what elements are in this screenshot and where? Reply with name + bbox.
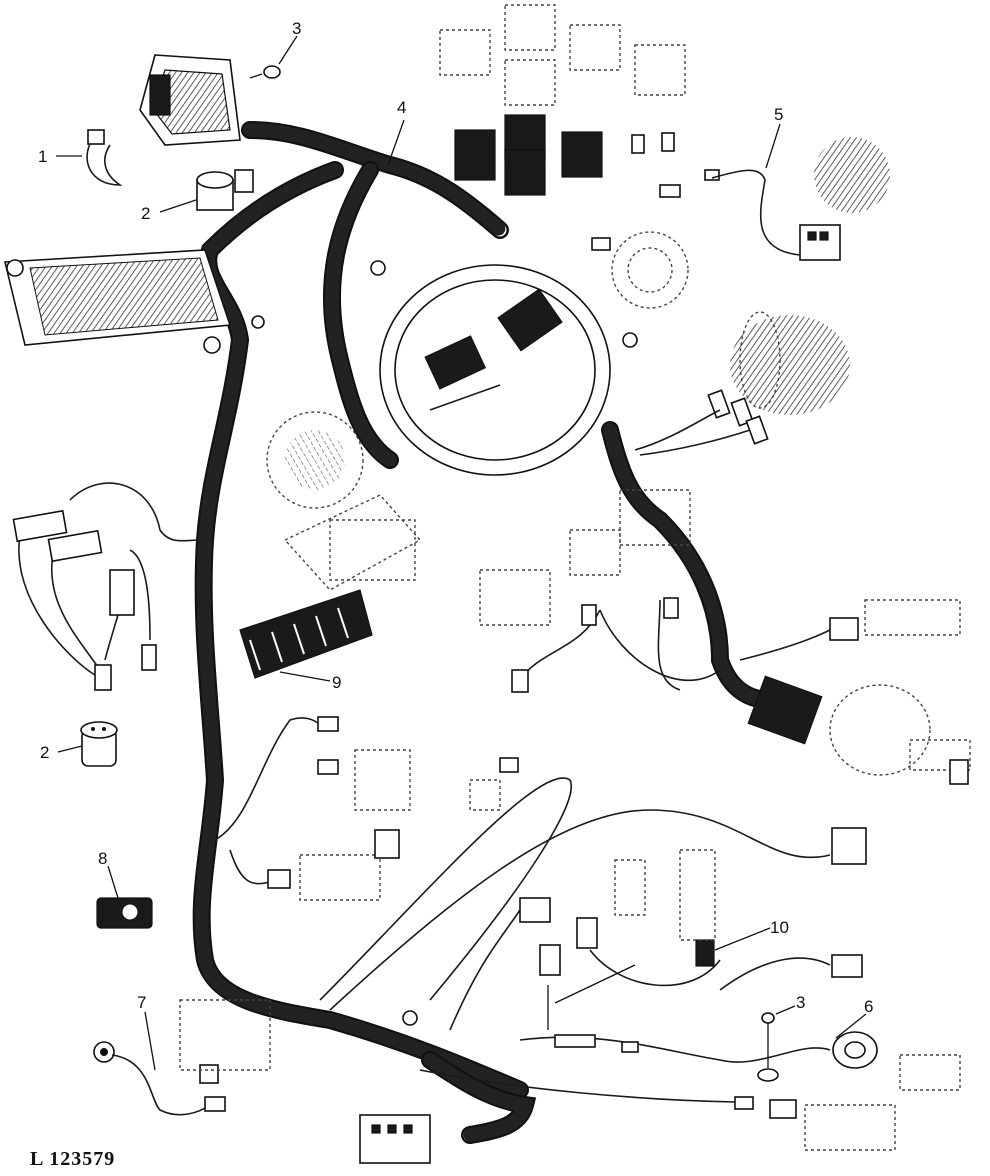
relay-can-upper (196, 169, 254, 211)
terminal-cluster-9 (239, 589, 373, 679)
callouts: 1 2 2 3 3 4 5 6 7 8 9 10 (38, 19, 873, 1071)
wire-lead-5 (711, 169, 841, 261)
top-connector-block (139, 54, 241, 146)
callout-2-lower: 2 (40, 743, 49, 762)
ground-terminals (251, 260, 638, 1026)
callout-3-lower: 3 (796, 993, 805, 1012)
component-8 (96, 897, 153, 929)
fuse-block (3, 249, 232, 354)
switch-connectors (214, 716, 519, 901)
callout-3-upper: 3 (292, 19, 301, 38)
callout-2-upper: 2 (141, 204, 150, 223)
ghost-gauge (611, 231, 689, 309)
screw-lower (757, 1012, 779, 1082)
ghost-relays-top (439, 4, 686, 106)
callout-1: 1 (38, 147, 47, 166)
mid-wiring (511, 597, 831, 693)
figure-reference: L 123579 (30, 1148, 116, 1170)
relay-can-lower (80, 721, 118, 767)
ignition-switch (747, 617, 971, 785)
ghost-gauge-left (266, 411, 364, 509)
instrument-ring (379, 264, 611, 476)
callout-7: 7 (137, 993, 146, 1012)
ring-terminal-7 (93, 999, 271, 1116)
left-sub-harness (12, 482, 201, 691)
callout-4: 4 (397, 98, 406, 117)
callout-8: 8 (98, 849, 107, 868)
hatched-cylinder-right (634, 311, 850, 456)
callout-9: 9 (332, 673, 341, 692)
lower-right-wiring (319, 777, 961, 1151)
ghost-relays-mid (479, 489, 961, 636)
screw-upper (249, 65, 281, 79)
callout-5: 5 (774, 105, 783, 124)
relay-cluster-upper (454, 114, 720, 251)
callout-10: 10 (770, 918, 789, 937)
bottom-connector (359, 1114, 431, 1164)
ghost-bracket (283, 494, 422, 591)
clip-part (86, 129, 123, 186)
hatched-disc-top (814, 137, 890, 213)
callout-6: 6 (864, 997, 873, 1016)
